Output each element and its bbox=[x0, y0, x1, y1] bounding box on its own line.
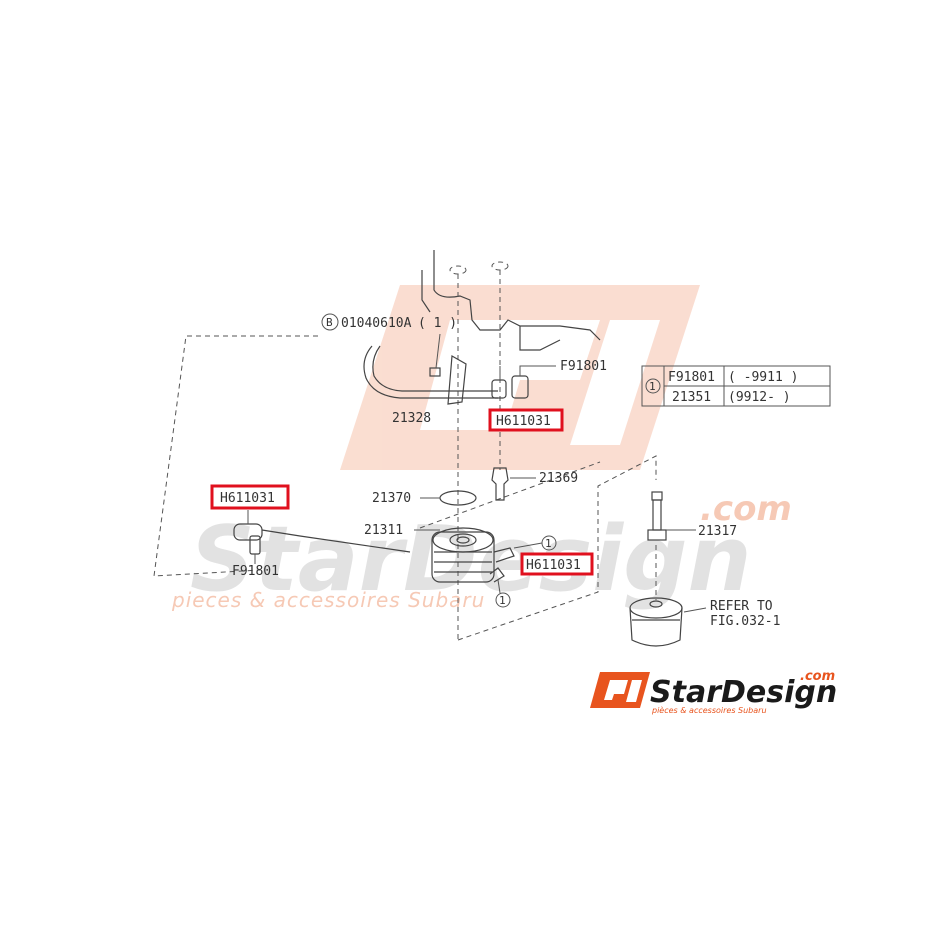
clamp-left-part-number: F91801 bbox=[232, 564, 279, 579]
hose-top-highlight: H611031 bbox=[488, 408, 564, 432]
stud-21317 bbox=[647, 491, 696, 541]
cooler-part-number: 21311 bbox=[364, 523, 403, 538]
hose-top-part-number: H611031 bbox=[496, 414, 551, 429]
oil-cooler-21311 bbox=[414, 527, 515, 583]
table-row-2-part: 21351 bbox=[672, 390, 711, 405]
clamp-top-part-number: F91801 bbox=[560, 359, 607, 374]
bolt-01040610a bbox=[429, 333, 441, 377]
watermark-domain: .com bbox=[700, 489, 792, 529]
bolt-symbol: B bbox=[326, 316, 333, 329]
connector-21369 bbox=[491, 467, 536, 501]
o-ring-21370 bbox=[420, 490, 477, 506]
hose-left-part-number: H611031 bbox=[220, 491, 275, 506]
table-key: 1 bbox=[649, 380, 656, 393]
logo-tagline: pièces & accessoires Subaru bbox=[651, 705, 767, 715]
watermark-tagline: pieces & accessoires Subaru bbox=[171, 588, 485, 612]
hose-left bbox=[233, 510, 411, 564]
table-row-1-part: F91801 bbox=[668, 370, 715, 385]
watermark: StarDesign .com pieces & accessoires Sub… bbox=[171, 285, 792, 612]
sj-logo-icon bbox=[590, 672, 650, 708]
stud-part-number: 21317 bbox=[698, 524, 737, 539]
bolt-part-number: 01040610A bbox=[341, 316, 412, 331]
logo-brand: StarDesign bbox=[650, 675, 837, 710]
oil-pipe bbox=[363, 345, 498, 405]
hose-left-highlight: H611031 bbox=[210, 484, 290, 510]
watermark-brand: StarDesign bbox=[190, 507, 752, 612]
logo-domain: .com bbox=[800, 669, 835, 684]
pipe-part-number: 21328 bbox=[392, 411, 431, 426]
circle-marker-2-text: 1 bbox=[499, 594, 506, 607]
stardesign-logo: StarDesign .com pièces & accessoires Sub… bbox=[590, 669, 837, 715]
o-ring-part-number: 21370 bbox=[372, 491, 411, 506]
clamp-top bbox=[491, 365, 556, 399]
oil-filter bbox=[629, 597, 707, 647]
refer-to-line-2: FIG.032-1 bbox=[710, 614, 780, 629]
table-row-2-range: (9912- ) bbox=[728, 390, 791, 405]
hose-right-part-number: H611031 bbox=[526, 558, 581, 573]
table-row-1-range: ( -9911 ) bbox=[728, 370, 798, 385]
bolt-quantity: ( 1 ) bbox=[418, 316, 457, 331]
circle-marker-1: 1 bbox=[513, 535, 557, 551]
connector-part-number: 21369 bbox=[539, 471, 578, 486]
refer-to-line-1: REFER TO bbox=[710, 599, 773, 614]
bolt-label: B 01040610A ( 1 ) bbox=[321, 313, 457, 331]
watermark-sj-emblem bbox=[340, 285, 700, 470]
hose-right-highlight: H611031 bbox=[520, 552, 594, 576]
circle-marker-1-text: 1 bbox=[545, 537, 552, 550]
circle-marker-2: 1 bbox=[495, 579, 511, 608]
applicability-table: 1 F91801 ( -9911 ) 21351 (9912- ) bbox=[641, 365, 831, 407]
